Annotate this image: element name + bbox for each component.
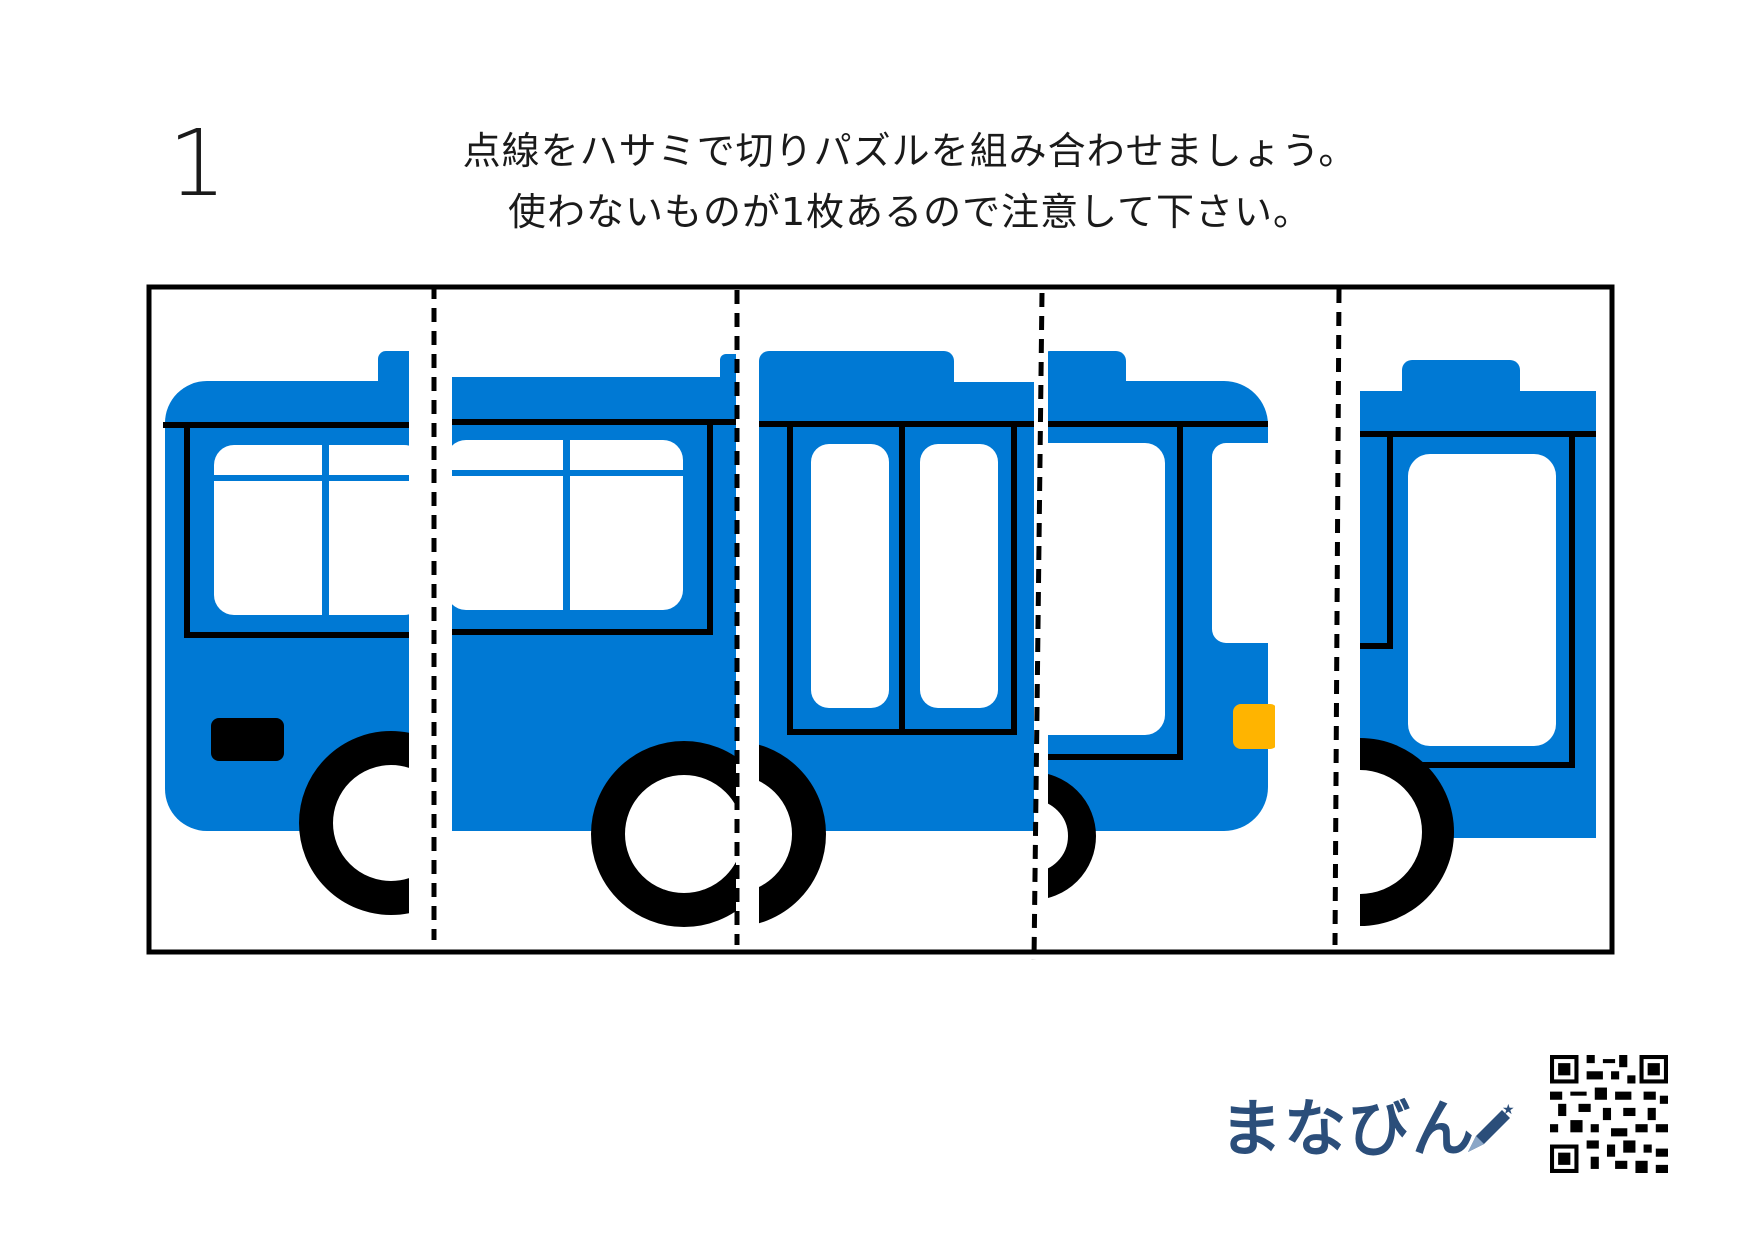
cut-line-4 xyxy=(1332,288,1342,946)
puzzle-piece-5[interactable] xyxy=(1360,360,1596,926)
puzzle-frame xyxy=(146,284,1615,955)
cut-lines xyxy=(431,285,1342,961)
puzzle-piece-4[interactable] xyxy=(950,351,1282,898)
cut-line-3 xyxy=(1031,292,1045,961)
puzzle-piece-1[interactable] xyxy=(163,351,466,915)
brand-logo: まなびん xyxy=(1220,1092,1477,1165)
page-number: 1 xyxy=(168,110,227,217)
instruction-line-2: 使わないものが1枚あるので注意して下さい。 xyxy=(507,190,1313,234)
qr-code-icon xyxy=(1550,1055,1668,1173)
svg-text:★: ★ xyxy=(1502,1102,1515,1118)
puzzle-piece-3[interactable] xyxy=(657,351,1059,924)
pencil-icon: ★ xyxy=(1468,1102,1515,1152)
puzzle-piece-2[interactable] xyxy=(446,354,760,927)
instruction-line-1: 点線をハサミで切りパズルを組み合わせましょう。 xyxy=(462,129,1358,173)
